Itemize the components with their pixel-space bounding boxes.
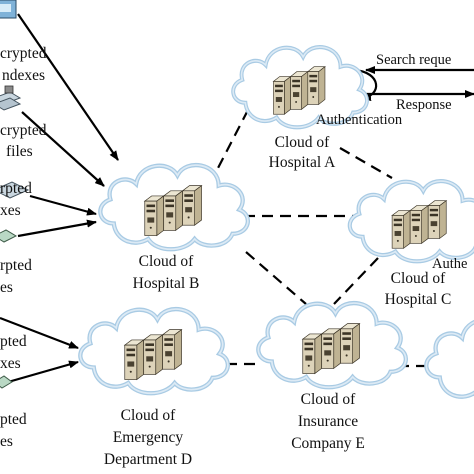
label-hospital-c-line2: Hospital C [385,291,452,308]
side-labels: crypted ndexes crypted files rpted xes r… [0,45,47,450]
authentication-a-label: Authentication [316,112,403,128]
arrow-indexes-3 [0,316,79,350]
encrypted-files-2-line1: rpted [0,257,32,274]
arrow-files-3 [7,360,79,384]
arrow-indexes-2 [29,194,97,216]
encrypted-indexes-2-line1: rpted [0,180,32,197]
cloud-emergency-d [80,309,228,393]
upload-arrows [0,13,119,384]
arrow-files-1 [21,111,105,187]
encrypted-files-1-line2: files [6,143,33,160]
label-hospital-b-line1: Cloud of [139,253,195,270]
arrow-indexes-1 [17,13,119,161]
label-insurance-e-line2: Insurance [298,413,358,430]
encrypted-file-icon [0,375,13,389]
cloud-hospital-b [100,165,248,249]
encrypted-files-2-line2: es [0,279,13,296]
encrypted-index-icon [0,181,30,199]
encrypted-indexes-2-line2: xes [0,202,21,219]
response-label: Response [396,97,452,113]
arrow-files-2 [17,219,97,238]
authentication-c-label: Authe [432,256,467,272]
cloud-insurance-e [258,303,406,387]
label-hospital-a-line1: Cloud of [275,134,331,151]
encrypted-files-1-line1: crypted [0,122,47,139]
link-a-b [217,109,249,169]
encrypted-indexes-1-line1: crypted [0,45,47,62]
encrypted-indexes-1-line2: ndexes [2,67,45,84]
label-emergency-d-line2: Emergency [113,429,184,446]
edge-labels: Search reque Response Authentication Aut… [316,52,467,272]
owner-icons [0,0,30,389]
label-hospital-a-line2: Hospital A [269,154,337,171]
node-labels: Cloud of Hospital A Cloud of Hospital B … [104,134,451,468]
search-request-label: Search reque [376,52,451,68]
link-c-e [333,257,379,305]
label-hospital-b-line2: Hospital B [133,275,200,292]
encrypted-files-3-line1: pted [0,411,27,428]
label-hospital-c-line1: Cloud of [391,270,447,287]
encrypted-file-icon [0,85,22,111]
label-insurance-e-line3: Company E [291,435,365,452]
link-b-e [245,251,307,305]
label-emergency-d-line1: Cloud of [121,407,177,424]
link-a-c [339,147,393,179]
label-emergency-d-line3: Department D [104,451,192,468]
cloud-partial-right [426,319,474,403]
encrypted-index-icon [0,0,17,19]
encrypted-files-3-line2: es [0,433,13,450]
encrypted-indexes-3-line1: pted [0,333,27,350]
encrypted-indexes-3-line2: xes [0,355,21,372]
label-insurance-e-line1: Cloud of [301,391,357,408]
encrypted-file-icon [0,229,18,243]
cloud-hospital-c [350,181,474,261]
